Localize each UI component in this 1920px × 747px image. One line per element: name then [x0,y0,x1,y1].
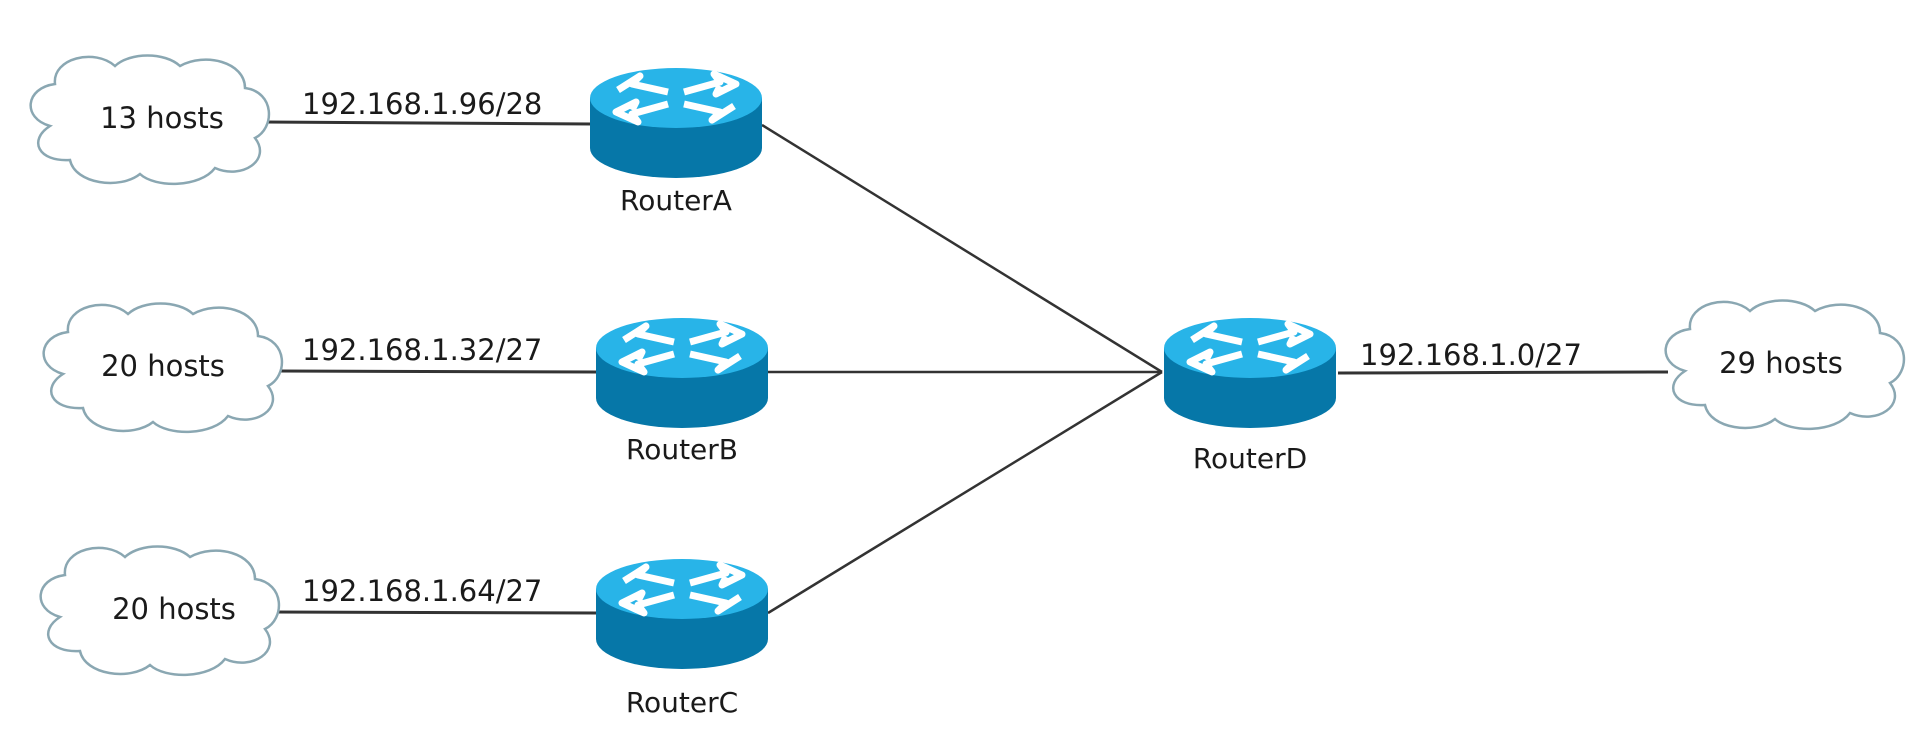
link-routerc-routerd [767,370,1163,615]
router-node-c[interactable] [596,559,768,669]
cloud-node-d[interactable]: 29 hosts [1664,299,1906,430]
router-label: RouterC [626,686,738,719]
cloud-icon [42,302,284,433]
cloud-label: 13 hosts [100,101,224,135]
cloud-label: 20 hosts [101,349,225,383]
router-node-d[interactable] [1164,318,1336,428]
router-node-b[interactable] [596,318,768,428]
cloud-icon [39,545,281,676]
router-label: RouterA [620,184,732,217]
cloud-node-c[interactable]: 20 hosts [39,545,281,676]
cloud-node-a[interactable]: 13 hosts [29,54,271,185]
router-label: RouterB [626,433,738,466]
cloud-node-b[interactable]: 20 hosts [42,302,284,433]
link-routera-routerd [761,123,1163,374]
link-cloud-c-routerc [271,610,599,615]
subnet-label-a: 192.168.1.96/28 [302,87,542,121]
link-cloud-b-routerb [277,369,599,374]
router-icon [1164,318,1336,428]
links-layer [263,120,1669,615]
link-cloud-a-routera [263,120,593,126]
subnet-label-d: 192.168.1.0/27 [1360,338,1582,372]
router-label: RouterD [1193,442,1307,475]
router-icon [596,559,768,669]
router-icon [590,68,762,178]
link-routerd-cloud-d [1337,370,1669,375]
cloud-label: 20 hosts [112,592,236,626]
cloud-label: 29 hosts [1719,346,1843,380]
router-node-a[interactable] [590,68,762,178]
subnet-label-b: 192.168.1.32/27 [302,333,542,367]
cloud-icon [1664,299,1906,430]
cloud-icon [29,54,271,185]
router-icon [596,318,768,428]
subnet-label-c: 192.168.1.64/27 [302,574,542,608]
